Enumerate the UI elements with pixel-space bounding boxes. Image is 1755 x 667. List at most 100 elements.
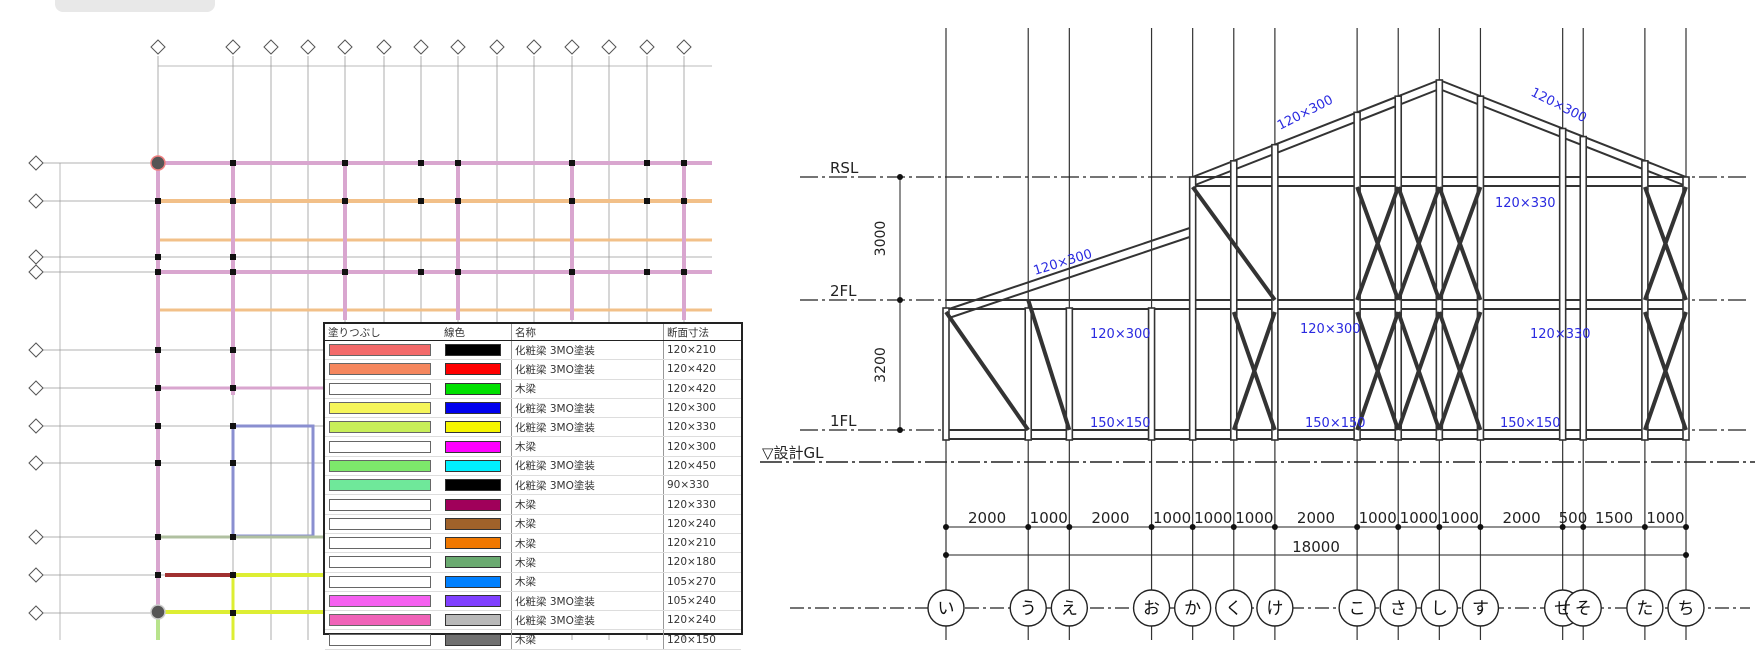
axis-bubble xyxy=(1461,589,1500,627)
slope-beam xyxy=(945,235,1193,320)
post xyxy=(1641,160,1649,441)
axis-label: い xyxy=(938,599,955,619)
legend-name: 化粧梁 3MO塗装 xyxy=(511,475,664,496)
legend-name: 木梁 xyxy=(511,494,664,515)
column-node xyxy=(230,534,236,540)
axis-label: さ xyxy=(1390,599,1407,619)
axis-bubble xyxy=(1626,589,1664,627)
elevation-frame xyxy=(927,79,1705,627)
legend-name: 木梁 xyxy=(511,552,664,573)
axis-marker xyxy=(28,249,44,265)
legend-name: 化粧梁 3MO塗装 xyxy=(511,417,664,438)
column-node xyxy=(155,269,161,275)
span-label: 1000 xyxy=(1153,509,1191,527)
post xyxy=(1353,111,1361,441)
column-node xyxy=(230,572,236,578)
column-node xyxy=(155,254,161,260)
legend-fill-swatch xyxy=(329,633,431,646)
axis-marker xyxy=(225,39,241,55)
legend-size: 120×330 xyxy=(663,417,741,438)
column-node xyxy=(681,269,687,275)
beam xyxy=(231,424,315,538)
axis-label: ち xyxy=(1678,599,1695,619)
beam-size-label: 150×150 xyxy=(1090,416,1151,431)
axis-label: え xyxy=(1061,599,1078,619)
legend-size: 120×330 xyxy=(663,494,741,515)
axis-bubble xyxy=(1256,589,1294,627)
x-brace xyxy=(1643,186,1688,301)
axis-bubble xyxy=(1564,589,1602,627)
axis-marker xyxy=(676,39,692,55)
axis-marker xyxy=(601,39,617,55)
dimension-dot xyxy=(1477,524,1484,530)
span-label: 1000 xyxy=(1441,509,1479,527)
span-label: 2000 xyxy=(1502,509,1540,527)
axis-marker xyxy=(28,380,44,396)
legend-size: 120×240 xyxy=(663,514,741,534)
level-label: ▽設計GL xyxy=(762,444,824,462)
legend-line-swatch xyxy=(445,537,501,550)
post xyxy=(1682,176,1690,441)
column-node xyxy=(155,534,161,540)
legend-line-swatch xyxy=(445,595,501,607)
brace xyxy=(1026,299,1072,431)
beam-size-label: 120×330 xyxy=(1495,196,1556,211)
column-node xyxy=(155,347,161,353)
dimension-dot xyxy=(1271,524,1278,530)
column-node xyxy=(455,269,461,275)
column-node xyxy=(569,198,575,204)
column-node xyxy=(455,198,461,204)
x-brace xyxy=(1355,186,1401,301)
plan-axis-markers xyxy=(28,39,692,621)
axis-bubble xyxy=(927,589,965,627)
legend-line-swatch xyxy=(445,363,501,376)
dimension-dot xyxy=(1189,524,1196,530)
dimension-dot xyxy=(1025,524,1032,530)
legend-line-swatch xyxy=(445,575,501,588)
x-brace xyxy=(1437,311,1483,431)
dimension-dot xyxy=(897,174,903,180)
dimension-dot xyxy=(943,524,949,530)
post xyxy=(942,307,950,441)
dimension-dot xyxy=(1580,524,1587,530)
column-node xyxy=(418,160,424,166)
beam-size-label: 120×300 xyxy=(1032,247,1094,279)
span-label: 2000 xyxy=(968,509,1006,527)
height-label: 3000 xyxy=(873,221,889,257)
axis-marker xyxy=(28,155,44,171)
axis-marker xyxy=(489,39,505,55)
span-label: 1000 xyxy=(1646,509,1684,527)
beam-size-label: 120×330 xyxy=(1530,327,1591,342)
legend-fill-swatch xyxy=(329,479,431,492)
legend-size: 105×270 xyxy=(663,572,741,592)
axis-bubble xyxy=(1215,589,1253,627)
axis-label: こ xyxy=(1349,599,1366,619)
x-brace xyxy=(1396,186,1442,301)
column-node xyxy=(418,198,424,204)
span-label: 1000 xyxy=(1030,509,1068,527)
legend-fill-swatch xyxy=(329,537,431,550)
axis-label: せ xyxy=(1554,599,1571,619)
axis-marker xyxy=(450,39,466,55)
column-node xyxy=(342,269,348,275)
column-node xyxy=(230,254,236,260)
column-node xyxy=(342,198,348,204)
axis-marker xyxy=(413,39,429,55)
span-label: 1000 xyxy=(1400,509,1438,527)
legend-fill-swatch xyxy=(329,498,431,511)
axis-bubble xyxy=(1050,589,1089,627)
column-node xyxy=(569,269,575,275)
legend-header-name: 名称 xyxy=(511,324,664,341)
column-node xyxy=(644,198,650,204)
dimension-dot xyxy=(1683,524,1689,530)
axis-marker xyxy=(28,193,44,209)
